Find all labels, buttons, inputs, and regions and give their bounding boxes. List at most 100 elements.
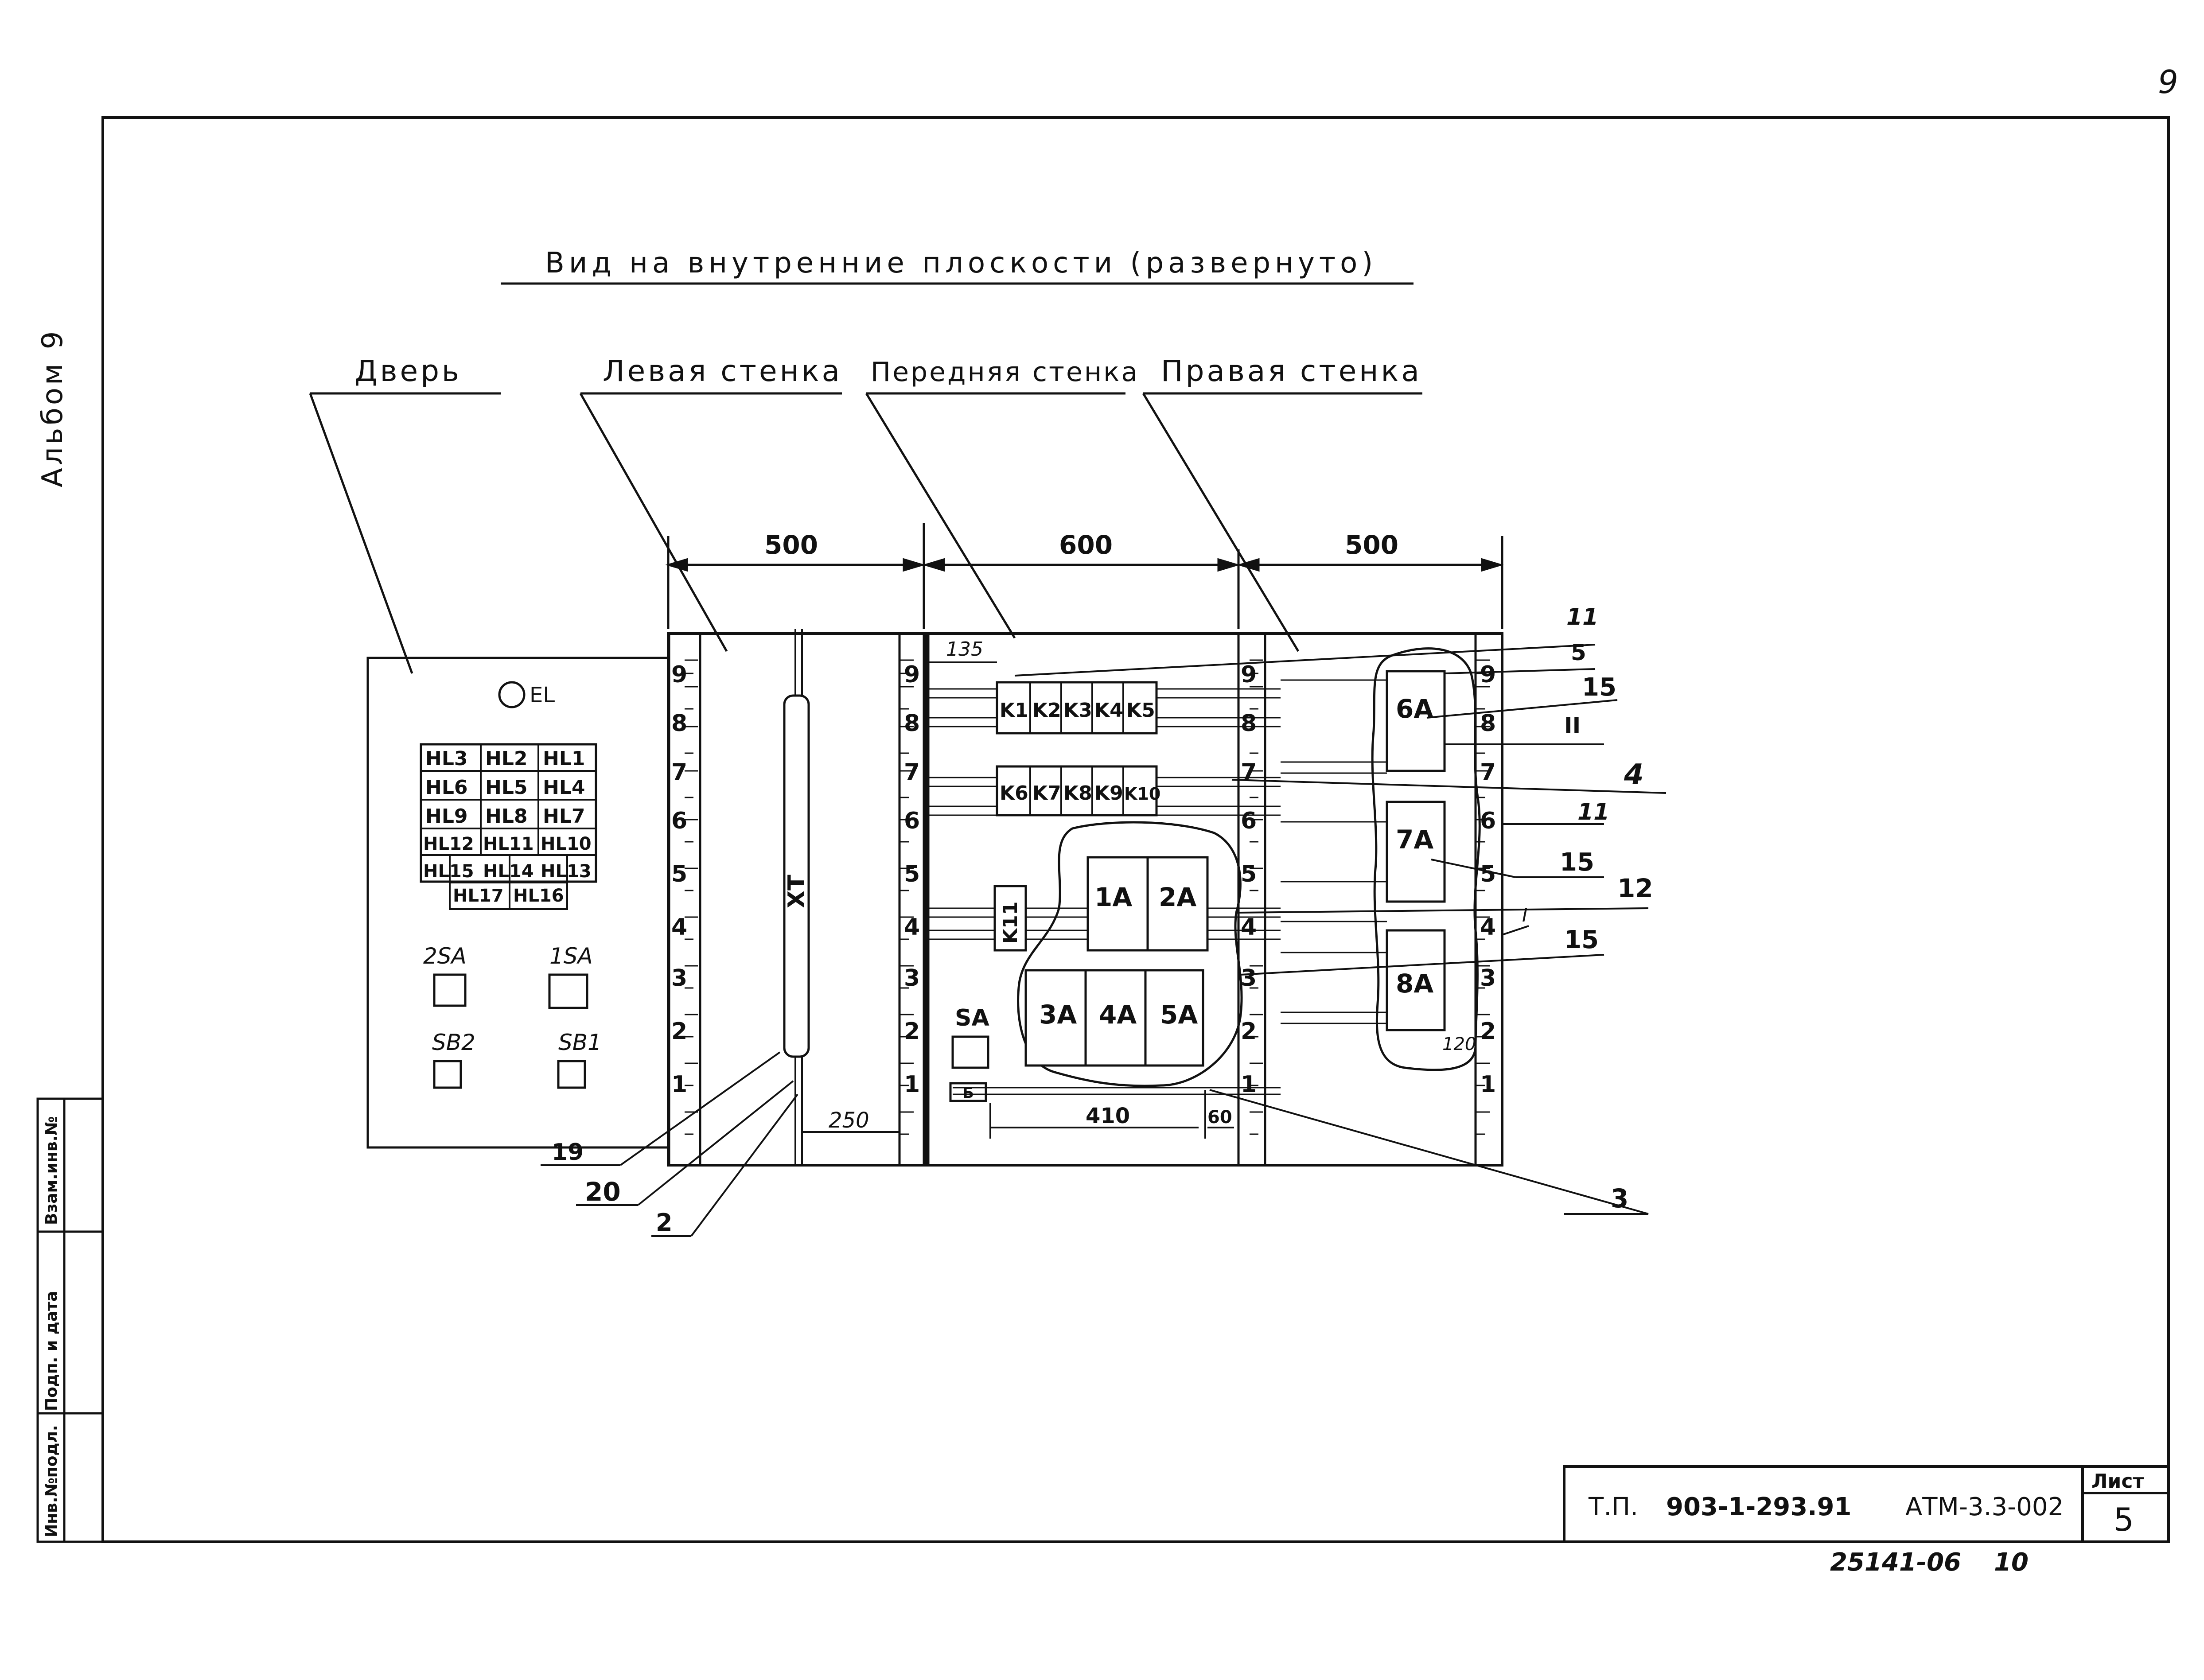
relay-k1: K1 bbox=[1000, 699, 1028, 722]
rail-number-3-1: 1 bbox=[1480, 1071, 1496, 1098]
callout-19: 19 bbox=[552, 1139, 584, 1166]
rail-number-2-2: 2 bbox=[1241, 1018, 1257, 1045]
modules-upper: 1A 2A bbox=[1086, 856, 1209, 952]
callout-5: 5 bbox=[1571, 640, 1586, 665]
dim-60: 60 bbox=[1207, 1107, 1232, 1128]
indicator-hl14: HL14 bbox=[483, 861, 534, 882]
callout-15-a: 15 bbox=[1582, 673, 1616, 702]
rail-number-2-4: 4 bbox=[1241, 914, 1257, 941]
rail-number-0-4: 4 bbox=[671, 914, 687, 941]
modules-lower: 3A 4A 5A bbox=[1024, 969, 1204, 1067]
title-block-code: АТМ-3.3-002 bbox=[1905, 1493, 2064, 1521]
relays-row-1: K1 K2 K3 K4 K5 bbox=[996, 681, 1158, 735]
indicator-hl11: HL11 bbox=[483, 834, 534, 854]
rail-number-2-3: 3 bbox=[1241, 965, 1257, 992]
relay-k4: K4 bbox=[1094, 699, 1123, 722]
module-8a: 8A bbox=[1396, 968, 1433, 999]
relay-k3: K3 bbox=[1063, 699, 1092, 722]
page-number: 9 bbox=[2158, 63, 2178, 101]
button-sb2 bbox=[433, 1060, 462, 1089]
dim-135: 135 bbox=[946, 638, 983, 661]
indicator-hl6: HL6 bbox=[425, 776, 467, 799]
stamp-replace-inv: Взам.инв.№ bbox=[43, 1116, 61, 1225]
rail-number-0-3: 3 bbox=[671, 965, 687, 992]
rail-number-3-9: 9 bbox=[1480, 661, 1496, 688]
indicator-hl13: HL13 bbox=[541, 861, 592, 882]
rail-number-0-5: 5 bbox=[671, 861, 687, 887]
rail-number-0-2: 2 bbox=[671, 1018, 687, 1045]
relay-k11-block: K11 bbox=[993, 885, 1027, 952]
rail-number-1-9: 9 bbox=[904, 661, 920, 688]
switch-1sa-label: 1SA bbox=[549, 943, 593, 969]
terminal-block-label: XT bbox=[783, 875, 810, 908]
relay-k5: K5 bbox=[1126, 699, 1155, 722]
callout-4: 4 bbox=[1624, 758, 1644, 791]
switch-2sa-label: 2SA bbox=[423, 943, 467, 969]
callout-11-b: 11 bbox=[1577, 799, 1609, 825]
callout-3: 3 bbox=[1611, 1183, 1628, 1213]
dim-left-width: 500 bbox=[764, 530, 818, 560]
dim-250: 250 bbox=[829, 1108, 869, 1133]
callout-leaders bbox=[541, 644, 1667, 1237]
rail-number-1-6: 6 bbox=[904, 808, 920, 834]
title-block-project: 903-1-293.91 bbox=[1666, 1493, 1851, 1521]
switch-2sa bbox=[433, 973, 467, 1007]
rail-number-1-3: 3 bbox=[904, 965, 920, 992]
module-2a: 2A bbox=[1159, 882, 1196, 912]
indicator-hl2: HL2 bbox=[485, 747, 527, 770]
rail-number-1-2: 2 bbox=[904, 1018, 920, 1045]
title-block: Т.П. 903-1-293.91 АТМ-3.3-002 Лист 5 bbox=[1563, 1465, 2170, 1543]
callout-15-b: 15 bbox=[1560, 848, 1594, 877]
rail-number-1-7: 7 bbox=[904, 759, 920, 786]
indicator-grid: HL3 HL2 HL1 HL6 HL5 HL4 HL9 HL8 HL7 HL12… bbox=[420, 743, 597, 906]
stamp-inv-orig: Инв.№подл. bbox=[43, 1425, 61, 1538]
indicator-hl5: HL5 bbox=[485, 776, 527, 799]
lamp-label: EL bbox=[530, 683, 555, 708]
rail-number-0-1: 1 bbox=[671, 1071, 687, 1098]
heading-right-wall: Правая стенка bbox=[1161, 354, 1422, 388]
switch-sa-label: SA bbox=[955, 1005, 989, 1031]
heading-leaders bbox=[309, 393, 1300, 674]
callout-ii: II bbox=[1564, 713, 1581, 739]
indicator-hl8: HL8 bbox=[485, 805, 527, 828]
relay-k7: K7 bbox=[1032, 782, 1061, 805]
callout-11-a: 11 bbox=[1566, 604, 1598, 630]
rail-number-3-8: 8 bbox=[1480, 710, 1496, 737]
rail-number-2-6: 6 bbox=[1241, 808, 1257, 834]
rail-number-3-7: 7 bbox=[1480, 759, 1496, 786]
sheet-frame bbox=[101, 116, 2170, 1543]
rail-number-1-5: 5 bbox=[904, 861, 920, 887]
block-b-label: Б bbox=[962, 1084, 974, 1102]
block-b bbox=[949, 1082, 987, 1102]
rail-number-1-1: 1 bbox=[904, 1071, 920, 1098]
right-module-group-outline bbox=[1371, 647, 1481, 1071]
module-6a: 6A bbox=[1396, 694, 1433, 724]
button-sb1 bbox=[557, 1060, 586, 1089]
dim-120: 120 bbox=[1442, 1034, 1476, 1054]
dim-front-width: 600 bbox=[1059, 530, 1113, 560]
switch-sa bbox=[951, 1035, 989, 1069]
rail-number-3-5: 5 bbox=[1480, 861, 1496, 887]
relay-k10: K10 bbox=[1124, 784, 1160, 804]
dim-410: 410 bbox=[1086, 1104, 1130, 1128]
rail-number-3-4: 4 bbox=[1480, 914, 1496, 941]
rail-number-3-6: 6 bbox=[1480, 808, 1496, 834]
callout-20: 20 bbox=[585, 1177, 621, 1207]
archive-number: 25141-06 bbox=[1830, 1548, 1961, 1577]
heading-door: Дверь bbox=[354, 354, 462, 388]
drawing-title: Вид на внутренние плоскости (развернуто) bbox=[545, 247, 1377, 280]
rail-number-2-5: 5 bbox=[1241, 861, 1257, 887]
module-3a: 3A bbox=[1039, 999, 1077, 1030]
rail-number-2-8: 8 bbox=[1241, 710, 1257, 737]
rail-number-2-1: 1 bbox=[1241, 1071, 1257, 1098]
indicator-hl15: HL15 bbox=[423, 861, 474, 882]
side-stamp: Взам.инв.№ Подп. и дата Инв.№подл. bbox=[36, 1097, 104, 1543]
callout-i: I bbox=[1522, 904, 1527, 926]
rail-number-0-7: 7 bbox=[671, 759, 687, 786]
indicator-hl12: HL12 bbox=[423, 834, 474, 854]
switch-1sa bbox=[548, 973, 588, 1009]
stamp-sign-date: Подп. и дата bbox=[43, 1291, 61, 1411]
relay-k8: K8 bbox=[1063, 782, 1092, 805]
rail-number-1-8: 8 bbox=[904, 710, 920, 737]
